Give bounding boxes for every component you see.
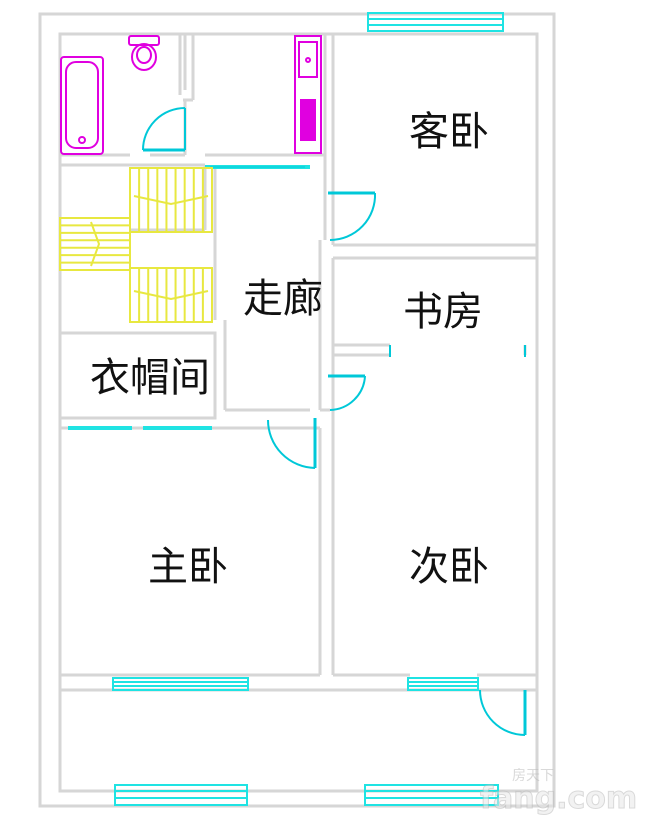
window-top <box>367 12 504 32</box>
room-label-cloakroom: 衣帽间 <box>90 355 210 401</box>
room-label-master-bedroom: 主卧 <box>148 544 228 590</box>
walls <box>38 12 556 808</box>
stairs <box>59 167 213 323</box>
doors <box>142 107 527 736</box>
windows <box>68 12 504 806</box>
door-guest <box>328 191 377 242</box>
stair-flight-left <box>59 217 131 271</box>
room-label-second-bedroom: 次卧 <box>409 544 489 590</box>
window-master <box>112 677 249 691</box>
window-second <box>407 677 479 691</box>
door-balcony <box>479 689 527 736</box>
watermark-brand: fang.com <box>480 781 637 816</box>
stair-flight-upper <box>129 167 213 233</box>
watermark: 房天下 fang.com <box>480 768 638 817</box>
door-study <box>328 374 366 411</box>
toilet <box>128 35 160 71</box>
door-master <box>267 418 317 469</box>
watermark-cn: 房天下 <box>512 768 554 784</box>
window-balcony-right <box>364 784 499 806</box>
room-label-study: 书房 <box>403 289 483 335</box>
room-label-guest-bedroom: 客卧 <box>409 109 489 155</box>
door-bathroom <box>142 107 186 152</box>
stair-flight-lower <box>129 267 213 323</box>
room-label-corridor: 走廊 <box>243 276 323 322</box>
bathtub <box>60 56 104 155</box>
window-balcony-left <box>114 784 248 806</box>
kitchen-counter <box>294 35 322 154</box>
